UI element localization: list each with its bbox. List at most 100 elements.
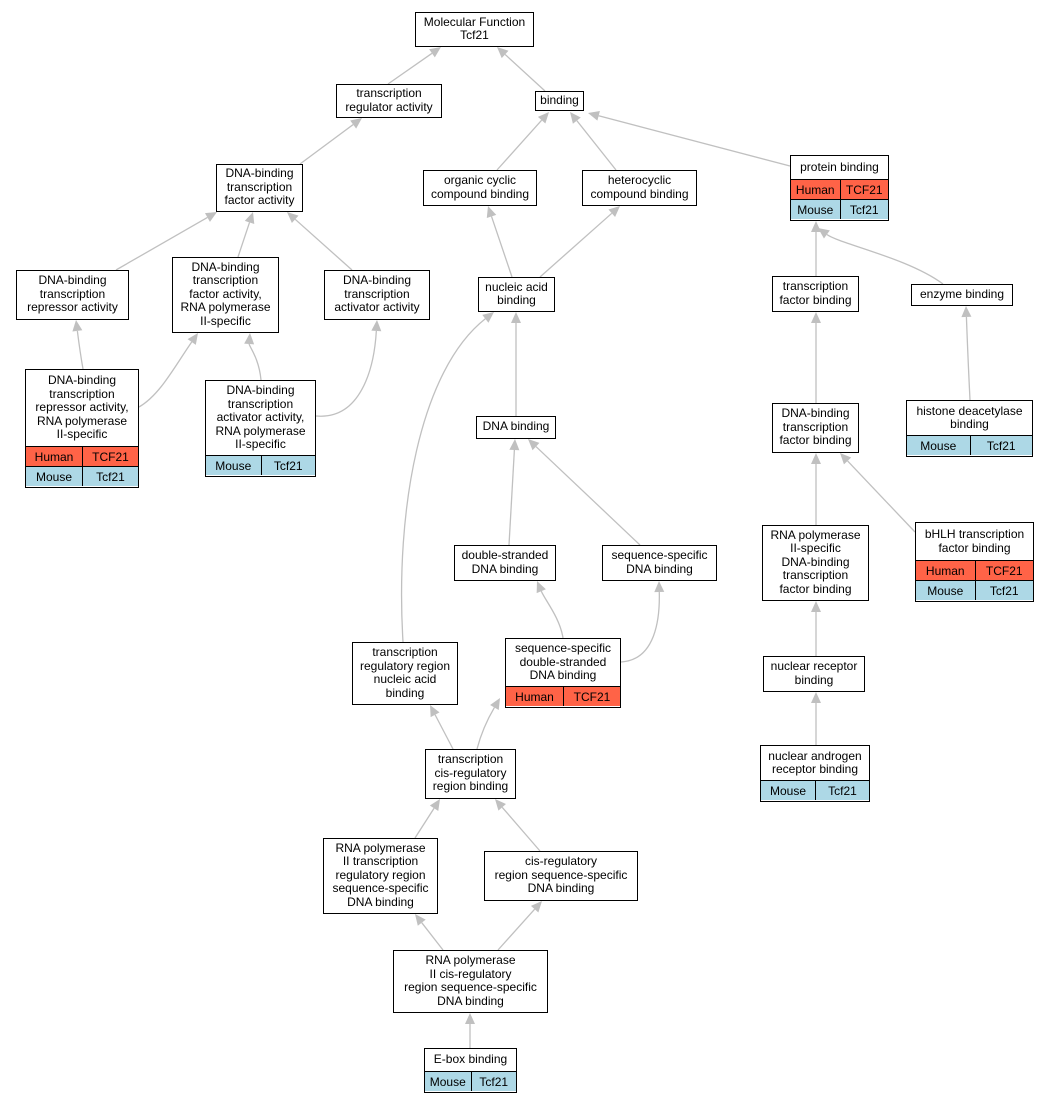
node-db[interactable]: DNA binding <box>476 416 556 439</box>
edge-dbtfa2-to-dbtfa <box>237 212 255 258</box>
node-dbtfb[interactable]: DNA-binding transcription factor binding <box>772 403 859 453</box>
node-label: Molecular Function Tcf21 <box>423 14 526 43</box>
node-rnap[interactable]: RNA polymerase II-specific DNA-binding t… <box>762 525 869 601</box>
edge-arrowhead <box>486 206 497 219</box>
node-dbtra[interactable]: DNA-binding transcription repressor acti… <box>16 270 129 320</box>
edge-line <box>620 591 660 663</box>
edge-arrowhead <box>811 601 821 612</box>
node-label: nuclear receptor binding <box>770 659 858 687</box>
edge-line <box>535 446 641 546</box>
edge-hdb-to-eb <box>961 306 972 401</box>
organism-cell: Mouse <box>429 1074 466 1089</box>
node-label: organic cyclic compound binding <box>430 173 530 201</box>
node-dbtfa[interactable]: DNA-binding transcription factor activit… <box>216 164 303 212</box>
edge-arrowhead <box>495 799 506 811</box>
edge-tcrrb-to-ssdsdb <box>476 698 500 750</box>
edge-trrnab-to-nab <box>400 312 494 643</box>
node-label: RNA polymerase II transcription regulato… <box>332 840 429 909</box>
gene-cell: Tcf21 <box>969 436 1033 456</box>
node-label: sequence-specific DNA binding <box>611 548 708 576</box>
edge-line <box>540 590 564 639</box>
edge-nab-to-hcb <box>539 206 620 278</box>
node-eb[interactable]: enzyme binding <box>911 284 1013 306</box>
node-rnapiicr[interactable]: RNA polymerase II cis-regulatory region … <box>393 950 548 1013</box>
edge-dbtfb-to-tfb <box>811 312 821 403</box>
edge-line <box>237 222 251 258</box>
edge-arrowhead <box>530 901 542 913</box>
edge-arrowhead <box>465 1013 475 1024</box>
node-binding[interactable]: binding <box>535 91 584 111</box>
edge-eb-to-pb <box>818 228 944 285</box>
node-rnapiitr[interactable]: RNA polymerase II transcription regulato… <box>323 838 438 914</box>
edge-rnapiitr-to-tcrrb <box>414 799 440 839</box>
node-label: RNA polymerase II-specific DNA-binding t… <box>770 527 861 596</box>
node-ssdb[interactable]: sequence-specific DNA binding <box>602 545 717 581</box>
edge-arrowhead <box>588 110 600 121</box>
node-label: DNA-binding transcription factor binding <box>779 406 852 448</box>
organism-cell: Mouse <box>215 458 252 473</box>
edge-arrowhead <box>429 47 441 58</box>
edge-line <box>294 218 353 271</box>
edge-line <box>421 922 444 951</box>
node-mf[interactable]: Molecular Function Tcf21 <box>415 12 534 47</box>
organism-cell: Human <box>34 449 74 464</box>
edge-dbtaa2-to-dbtaa <box>315 320 382 417</box>
edge-rnapiicr-to-rnapiitr <box>415 914 444 951</box>
node-label: RNA polymerase II cis-regulatory region … <box>404 953 537 1008</box>
node-label: DNA-binding transcription repressor acti… <box>27 273 118 315</box>
node-label: protein binding <box>800 159 879 174</box>
node-dbtaa2[interactable]: DNA-binding transcription activator acti… <box>205 380 316 477</box>
node-tfb[interactable]: transcription factor binding <box>772 276 859 312</box>
node-crrssdb[interactable]: cis-regulatory region sequence-specific … <box>484 851 638 901</box>
edge-arrowhead <box>430 705 440 718</box>
node-label: DNA-binding transcription repressor acti… <box>35 373 129 442</box>
edge-tra-to-mf <box>387 47 441 85</box>
edge-line <box>501 806 541 852</box>
node-dsdb[interactable]: double-stranded DNA binding <box>454 545 556 581</box>
node-dbtfa2[interactable]: DNA-binding transcription factor activit… <box>172 257 279 333</box>
node-ssdsdb[interactable]: sequence-specific double-stranded DNA bi… <box>505 638 621 708</box>
node-occb[interactable]: organic cyclic compound binding <box>423 170 537 206</box>
node-label: enzyme binding <box>919 286 1005 301</box>
node-dbtra2[interactable]: DNA-binding transcription repressor acti… <box>25 369 139 488</box>
organism-cell: Mouse <box>769 783 807 798</box>
node-nrb[interactable]: nuclear receptor binding <box>763 656 865 692</box>
node-label: cis-regulatory region sequence-specific … <box>494 854 628 896</box>
node-label: transcription regulator activity <box>345 86 433 114</box>
edge-arrowhead <box>811 221 821 232</box>
gene-cell: Tcf21 <box>839 200 889 220</box>
node-nab[interactable]: nucleic acid binding <box>478 277 555 312</box>
node-tcrrb[interactable]: transcription cis-regulatory region bind… <box>425 749 516 799</box>
edge-arrowhead <box>811 312 821 323</box>
edge-line <box>387 52 433 85</box>
edge-narb-to-nrb <box>811 692 821 745</box>
edge-pb-to-binding <box>588 110 791 167</box>
node-tra[interactable]: transcription regulator activity <box>336 84 442 118</box>
edge-crrssdb-to-tcrrb <box>495 799 541 852</box>
edge-line <box>434 714 454 750</box>
edge-dsdb-to-db <box>508 439 520 546</box>
edge-arrowhead <box>482 312 494 323</box>
edge-line <box>138 341 193 408</box>
organism-cell: Mouse <box>920 438 957 453</box>
edge-arrowhead <box>537 112 549 124</box>
node-dbtaa[interactable]: DNA-binding transcription activator acti… <box>324 270 430 320</box>
edge-line <box>497 908 536 951</box>
edge-line <box>598 115 791 167</box>
edge-arrowhead <box>244 212 255 225</box>
node-hcb[interactable]: heterocyclic compound binding <box>582 170 697 206</box>
edge-arrowhead <box>608 206 620 218</box>
node-trrnab[interactable]: transcription regulatory region nucleic … <box>352 642 458 705</box>
edge-dbtaa2-to-dbtfa2 <box>244 333 262 381</box>
